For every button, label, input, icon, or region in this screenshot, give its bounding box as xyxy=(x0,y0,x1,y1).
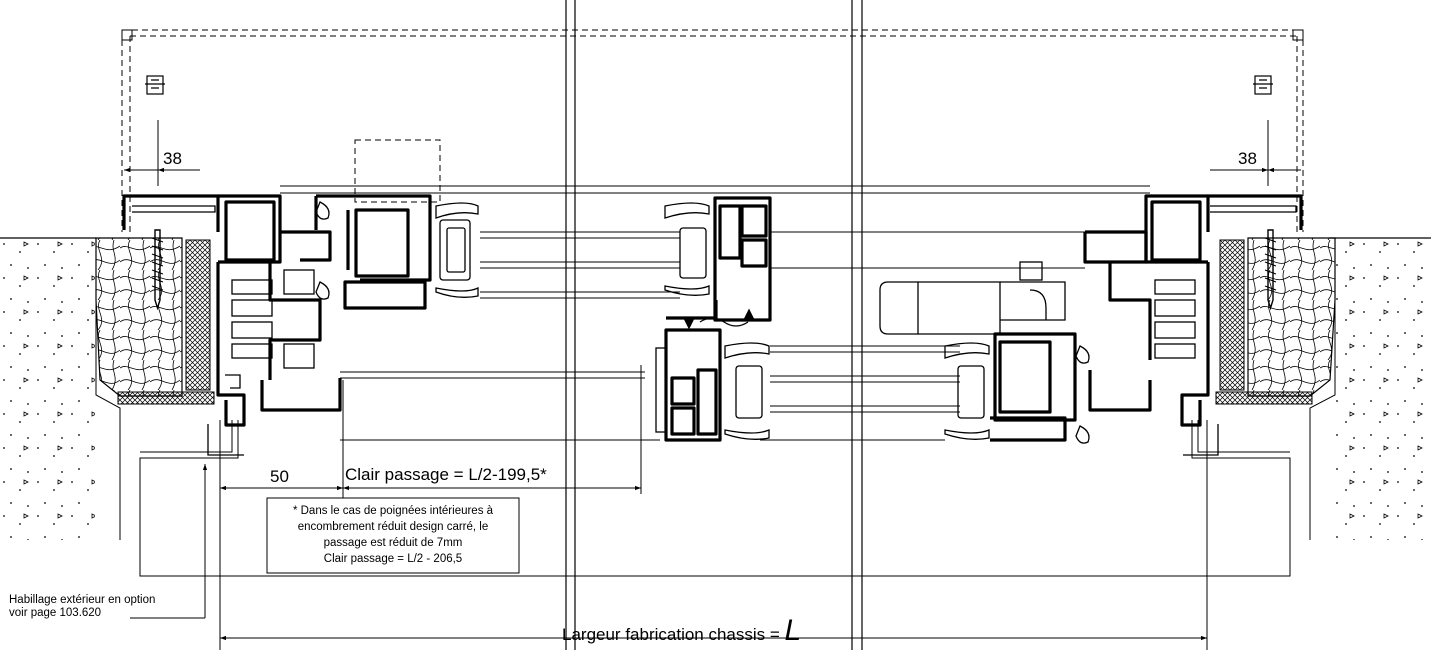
overall-width-symbol: L xyxy=(785,614,802,647)
wall-right xyxy=(1309,237,1431,540)
shutter-box-corner-right xyxy=(1292,29,1304,41)
sash-left xyxy=(314,194,432,310)
glazing-lines xyxy=(280,185,1150,441)
screw-left xyxy=(151,229,164,311)
dimension-50-label: 50 xyxy=(270,467,289,486)
meeting-stile-lower xyxy=(664,328,722,442)
overall-width-text: Largeur fabrication chassis = xyxy=(562,625,785,644)
dimension-clear-passage xyxy=(343,365,642,494)
frame-left-thin xyxy=(132,205,315,456)
handle-clearance-dashed xyxy=(354,139,441,203)
shutter-box-outline xyxy=(121,29,1304,232)
sash-right xyxy=(990,332,1077,442)
plug-fixing-left xyxy=(145,75,165,95)
cladding-leader xyxy=(130,464,208,619)
exterior-cladding-outline xyxy=(139,420,1291,577)
cladding-label-line-1: Habillage extérieur en option xyxy=(9,594,155,606)
dimension-overall-width xyxy=(219,420,1208,650)
gasket-right xyxy=(944,342,1090,444)
dimension-38-right xyxy=(1210,120,1301,186)
frame-right xyxy=(1083,194,1303,427)
shutter-box-corner-left xyxy=(121,29,133,41)
dimension-38-right-label: 38 xyxy=(1238,149,1257,168)
cladding-label-line-2: voir page 103.620 xyxy=(9,607,101,619)
break-lines xyxy=(565,0,863,650)
clear-passage-label: Clair passage = L/2-199,5* xyxy=(345,465,547,484)
handle-right xyxy=(879,261,1066,335)
dimension-50 xyxy=(219,380,344,500)
frame-right-thin xyxy=(1154,205,1297,456)
note-line-2: encombrement réduit design carré, le xyxy=(298,521,489,533)
screw-right xyxy=(1264,229,1277,311)
dimension-38-left xyxy=(124,120,200,186)
gasket-left xyxy=(315,201,479,300)
overall-width-label: Largeur fabrication chassis = L xyxy=(562,614,801,647)
plug-fixing-right xyxy=(1253,75,1273,95)
note-line-3: passage est réduit de 7mm xyxy=(324,537,463,549)
meeting-stile-upper xyxy=(666,196,772,322)
note-box xyxy=(266,497,520,574)
wall-left xyxy=(0,237,121,540)
gasket-center xyxy=(655,202,770,440)
timber-reveal-right xyxy=(1215,237,1336,405)
note-line-4: Clair passage = L/2 - 206,5 xyxy=(324,553,462,565)
note-line-1: * Dans le cas de poignées intérieures à xyxy=(293,505,494,517)
dimension-38-left-label: 38 xyxy=(163,149,182,168)
